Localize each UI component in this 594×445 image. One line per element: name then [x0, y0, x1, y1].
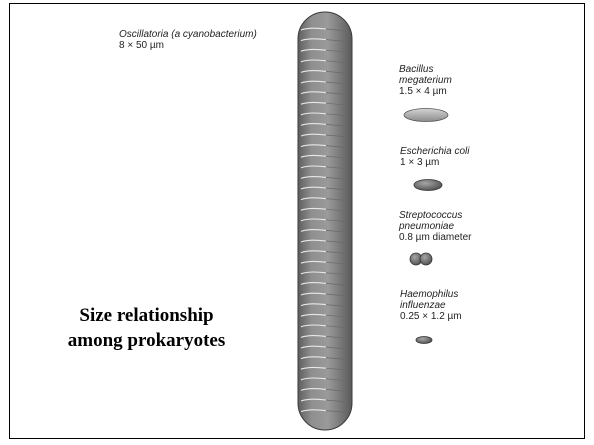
streptococcus-name-line2: pneumoniae [399, 221, 471, 232]
ecoli-label: Escherichia coli 1 × 3 µm [400, 146, 469, 168]
haemophilus-influenzae-cell [416, 337, 432, 344]
streptococcus-name-line1: Streptococcus [399, 210, 471, 221]
bacillus-name-line2: megaterium [399, 75, 452, 86]
streptococcus-pneumoniae-cells [410, 253, 432, 265]
oscillatoria-name: Oscillatoria (a cyanobacterium) [119, 29, 257, 40]
oscillatoria-size: 8 × 50 µm [119, 40, 257, 51]
streptococcus-label: Streptococcus pneumoniae 0.8 µm diameter [399, 210, 471, 243]
title-line1: Size relationship [34, 303, 259, 328]
title-line2: among prokaryotes [34, 328, 259, 353]
oscillatoria-label: Oscillatoria (a cyanobacterium) 8 × 50 µ… [119, 29, 257, 51]
haemophilus-label: Haemophilus influenzae 0.25 × 1.2 µm [400, 289, 462, 322]
oscillatoria-filament [298, 12, 352, 430]
ecoli-name: Escherichia coli [400, 146, 469, 157]
bacillus-name-line1: Bacillus [399, 64, 452, 75]
escherichia-coli-cell [414, 180, 442, 191]
bacillus-size: 1.5 × 4 µm [399, 86, 452, 97]
bacillus-megaterium-cell [404, 109, 448, 122]
bacillus-label: Bacillus megaterium 1.5 × 4 µm [399, 64, 452, 97]
haemophilus-name-line1: Haemophilus [400, 289, 462, 300]
slide-title: Size relationship among prokaryotes [34, 303, 259, 353]
streptococcus-size: 0.8 µm diameter [399, 232, 471, 243]
haemophilus-name-line2: influenzae [400, 300, 462, 311]
ecoli-size: 1 × 3 µm [400, 157, 469, 168]
haemophilus-size: 0.25 × 1.2 µm [400, 311, 462, 322]
